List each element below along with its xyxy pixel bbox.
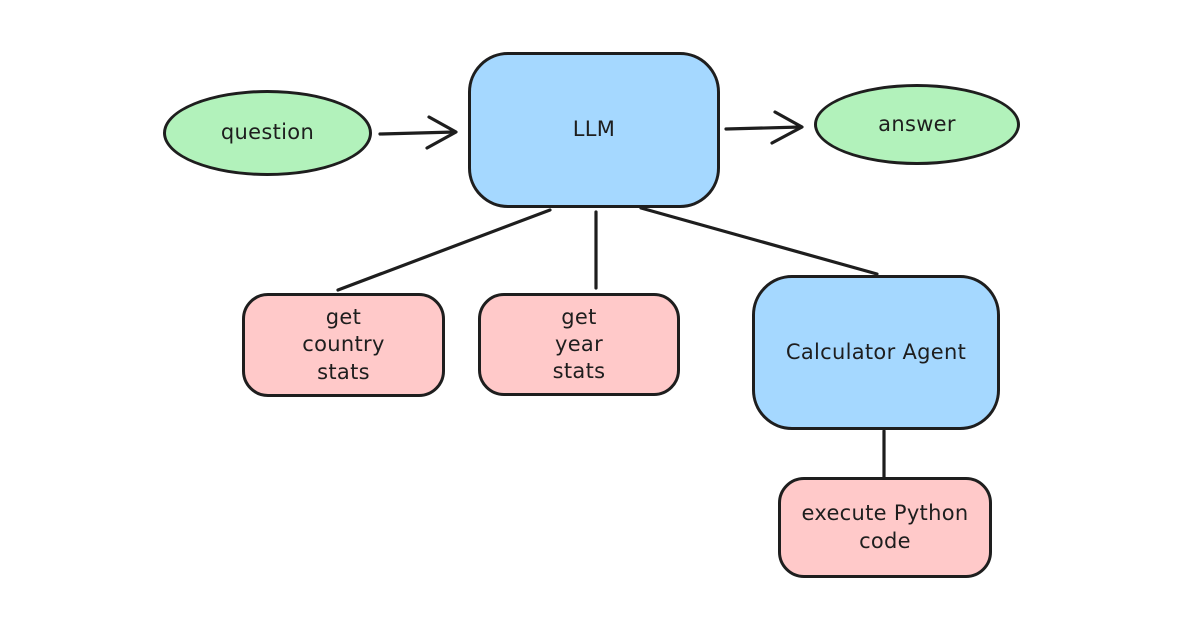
node-get-year-stats-label: get year stats: [552, 304, 606, 384]
node-answer-label: answer: [878, 111, 956, 136]
edge-question-llm-arrowhead-icon: [425, 115, 458, 150]
node-llm: LLM: [468, 52, 720, 208]
node-calculator-agent-label: Calculator Agent: [785, 339, 967, 364]
edge-llm-calculator-line: [639, 206, 879, 276]
edge-llm-answer-line: [724, 125, 803, 131]
node-question-label: question: [220, 120, 315, 145]
edge-question-llm-line: [378, 130, 457, 136]
edge-llm-answer-arrowhead-icon: [770, 110, 804, 145]
node-llm-label: LLM: [572, 117, 616, 142]
node-question: question: [163, 90, 372, 176]
node-execute-python-code: execute Python code: [778, 477, 992, 578]
node-get-year-stats: get year stats: [478, 293, 680, 396]
node-answer: answer: [814, 84, 1020, 165]
node-calculator-agent: Calculator Agent: [752, 275, 1000, 430]
node-get-country-stats-label: get country stats: [302, 305, 385, 384]
node-get-country-stats: get country stats: [242, 293, 445, 397]
edge-llm-country-line: [336, 208, 552, 292]
node-execute-python-code-label: execute Python code: [801, 501, 969, 553]
